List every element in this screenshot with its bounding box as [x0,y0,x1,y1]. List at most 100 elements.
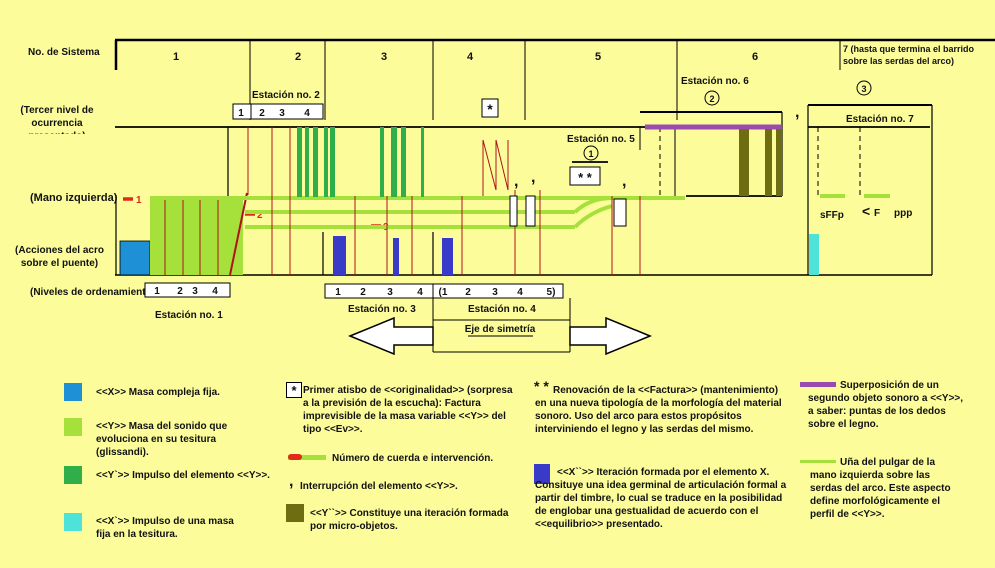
system-6-label: 6 [752,51,758,63]
station-3-label: Estación no. 3 [348,304,416,315]
circled-3 [856,80,872,96]
dyn-ppp: ppp [894,208,912,219]
red-zigzag [482,139,509,196]
legend-olive-text: <<Y``>> Constituye una iteración formada… [310,508,509,532]
dyn-cresc: < [862,203,870,219]
svg-text:3: 3 [492,287,498,298]
system-7-label: 7 (hasta que termina el barrido sobre la… [843,44,975,66]
svg-text:(1: (1 [439,287,448,298]
svg-text:4: 4 [304,108,310,119]
station-2-label: Estación no. 2 [252,90,320,101]
double-asterisk-box [569,166,601,186]
station-1-levels: 1 2 3 4 [144,282,231,298]
niveles-ordenamiento-label: (Niveles de ordenamiento) [30,287,155,298]
station-6-label: Estación no. 6 [681,76,749,87]
circled-1 [583,145,599,161]
circled-1-num: 1 [588,149,593,159]
svg-text:2: 2 [177,286,183,297]
left-arrow [348,316,434,356]
legend-cyan-text: <<X`>> Impulso de una masa fija en la te… [96,516,234,540]
station-7-label: Estación no. 7 [846,114,914,125]
tercer-nivel-label: (Tercer nivel de ocurrencia presentado) [20,105,94,134]
dyn-f: F [874,208,880,219]
svg-text:1: 1 [154,286,160,297]
svg-text:3: 3 [192,286,198,297]
red-vertical-lines-1 [164,196,219,275]
system-2-label: 2 [295,51,301,63]
legend: <<X>> Masa compleja fija. <<Y>> Masa del… [0,370,995,568]
svg-text:4: 4 [417,287,423,298]
comma-4: , [795,104,799,121]
svg-text:3: 3 [387,287,393,298]
station-4-label: Estación no. 4 [468,304,536,315]
red-vertical-lines-2 [247,127,641,275]
legend-violet-swatch [534,464,550,484]
dyn-sffp: sFFp [820,210,844,221]
svg-text:3: 3 [279,108,285,119]
blue-mass-x [119,240,151,276]
legend-nail-text: Uña del pulgar de la mano izquierda sobr… [810,457,951,520]
legend-red-swatch [288,455,326,460]
string-2-num: 2 [257,210,263,221]
legend-red-text: Número de cuerda e intervención. [332,453,494,464]
double-asterisk-mark: * * [578,170,593,185]
station-1-label: Estación no. 1 [155,310,223,321]
no-sistema-label: No. de Sistema [28,47,100,58]
legend-olive-swatch [286,504,304,522]
svg-text:1: 1 [335,287,341,298]
circled-3-num: 3 [861,84,866,94]
legend-cyan-swatch [64,513,82,531]
legend-asterisk-text: Primer atisbo de <<originalidad>> (sorpr… [303,385,513,435]
comma-2: , [531,169,535,186]
bow-boxes [509,195,627,227]
svg-text:5): 5) [547,287,556,298]
svg-text:4: 4 [517,287,523,298]
olive-iterations [739,129,782,196]
legend-blue-text: <<X>> Masa compleja fija. [96,387,220,398]
legend-blue-swatch [64,383,82,401]
legend-green-swatch [64,466,82,484]
right-arrow [569,316,652,356]
asterisk-box [481,98,499,118]
legend-comma-text: Interrupción del elemento <<Y>>. [300,481,458,492]
svg-text:2: 2 [465,287,471,298]
comma-1: , [514,173,518,190]
legend-green-text: <<Y`>> Impulso del elemento <<Y>>. [96,470,270,481]
station-3-levels: 1 2 3 4 [324,283,434,299]
comma-3: , [622,173,626,190]
system-bracket [114,38,995,120]
legend-comma-mark: , [289,473,294,490]
legend-red-swatch-tip [288,454,302,460]
system-4-label: 4 [467,51,474,63]
green-impulses [297,127,424,197]
svg-text:2: 2 [259,108,265,119]
legend-nail-swatch [800,460,836,463]
svg-text:1: 1 [238,108,244,119]
cyan-impulse [809,234,819,275]
violet-iterations [333,236,453,275]
legend-lime-text: <<Y>> Masa del sonido que evoluciona en … [96,421,228,458]
lime-mass-block [150,196,243,275]
circled-2-num: 2 [709,94,714,104]
svg-text:4: 4 [212,286,218,297]
station-2-levels: 1 2 3 4 [232,103,324,120]
svg-text:2: 2 [360,287,366,298]
legend-purple-swatch [800,382,836,387]
dashed-lines [659,127,861,196]
acciones-arco-label: (Acciones del acro sobre el puente) [15,245,104,269]
legend-double-asterisk: * * [534,378,549,394]
system-3-label: 3 [381,51,387,63]
legend-asterisk-box: * [286,382,302,398]
asterisk-mark: * [487,101,493,117]
legend-lime-swatch [64,418,82,436]
eje-simetria-label: Eje de simetría [465,324,536,335]
mano-izquierda-label: (Mano izquierda) [30,192,118,204]
system-1-label: 1 [173,51,179,63]
legend-double-asterisk-text: Renovación de la <<Factura>> (mantenimie… [535,385,782,435]
system-5-label: 5 [595,51,601,63]
station-5-label: Estación no. 5 [567,134,635,145]
legend-violet-text: <<X``>> Iteración formada por el element… [535,467,787,530]
legend-purple-text: Superposición de un segundo objeto sonor… [808,380,964,430]
circled-2 [704,90,720,106]
